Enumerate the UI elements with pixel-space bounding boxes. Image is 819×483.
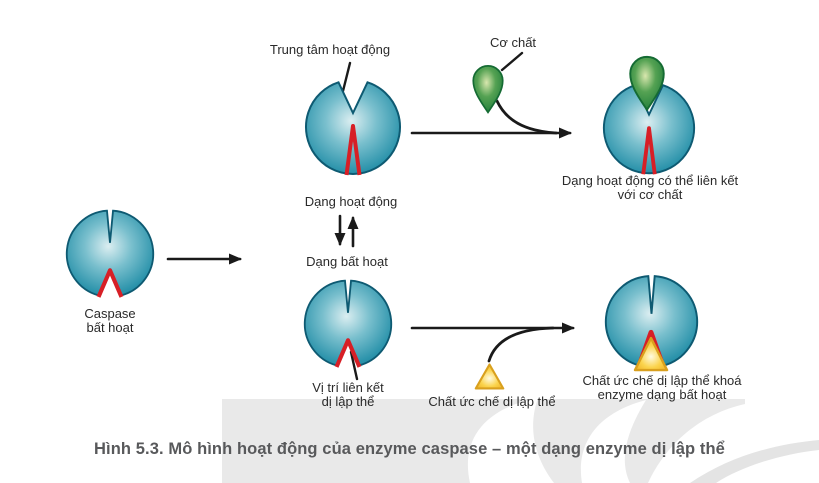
label-active-with-substrate: Dạng hoạt động có thể liên kết với cơ ch… bbox=[562, 174, 738, 202]
enzyme-body bbox=[65, 209, 155, 297]
bound-substrate-shape bbox=[629, 55, 665, 111]
label-active-site: Trung tâm hoạt động bbox=[269, 42, 391, 57]
enzyme-inactive-form bbox=[303, 279, 393, 368]
substrate-teardrop bbox=[472, 65, 504, 114]
inhibitor-triangle bbox=[474, 363, 505, 390]
label-line: Caspase bbox=[84, 306, 136, 321]
label-inactive-form: Dạng bất hoạt bbox=[306, 254, 388, 269]
label-caspase-inactive: Caspase bất hoạt bbox=[84, 307, 135, 335]
substrate-teardrop bbox=[629, 55, 665, 111]
leader-line-allosteric-site bbox=[349, 350, 359, 381]
enzyme-active-form bbox=[305, 81, 401, 176]
allosteric-site-chevron bbox=[96, 268, 124, 298]
enzyme-substrate-complex bbox=[602, 84, 696, 175]
curve-substrate-to-arrow bbox=[495, 99, 558, 135]
label-inhibitor-locked: Chất ức chế dị lập thể khoá enzyme dạng … bbox=[582, 374, 741, 402]
label-active-form: Dạng hoạt động bbox=[304, 194, 398, 209]
label-line: Vị trí liên kết bbox=[312, 380, 384, 395]
label-line: Chất ức chế dị lập thể khoá bbox=[582, 373, 742, 388]
label-allosteric-inhibitor: Chất ức chế dị lập thể bbox=[428, 394, 556, 409]
label-substrate: Cơ chất bbox=[489, 35, 537, 50]
enzyme-body bbox=[303, 279, 393, 367]
curve-inhibitor-to-arrow bbox=[487, 326, 555, 363]
allosteric-site-spike bbox=[641, 126, 657, 175]
leader-line-substrate bbox=[500, 51, 524, 72]
leader-line-active-site bbox=[341, 61, 352, 93]
substrate-shape bbox=[472, 65, 504, 114]
figure-caption: Hình 5.3. Mô hình hoạt động của enzyme c… bbox=[94, 440, 725, 458]
label-line: dị lập thể bbox=[321, 394, 375, 409]
enzyme-inhibitor-complex bbox=[604, 275, 699, 372]
allosteric-site-chevron bbox=[334, 338, 362, 368]
label-line: Dạng hoạt động có thể liên kết bbox=[561, 173, 739, 188]
label-line: với cơ chất bbox=[617, 187, 683, 202]
label-line: bất hoạt bbox=[86, 320, 134, 335]
enzyme-caspase-inactive bbox=[65, 209, 155, 298]
label-line: enzyme dạng bất hoạt bbox=[597, 387, 727, 402]
label-allosteric-site: Vị trí liên kết dị lập thể bbox=[312, 381, 384, 409]
bound-inhibitor-triangle bbox=[633, 336, 669, 372]
allosteric-site-spike bbox=[344, 124, 362, 176]
inhibitor-shape bbox=[474, 363, 505, 390]
